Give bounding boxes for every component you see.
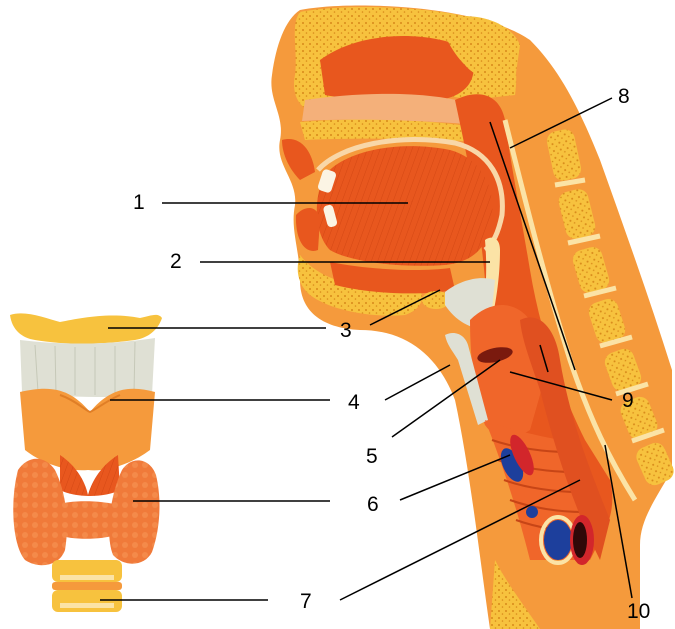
label-10: 10 xyxy=(627,601,650,622)
leader-line-4b xyxy=(385,365,450,400)
tongue xyxy=(317,146,493,266)
larynx-anterior-view xyxy=(10,313,162,612)
small-vessel xyxy=(526,506,538,518)
head-sagittal-section xyxy=(271,5,675,629)
label-4: 4 xyxy=(348,392,360,413)
label-6: 6 xyxy=(367,494,379,515)
thyroid-isthmus xyxy=(55,501,118,539)
trachea-anterior xyxy=(52,560,122,612)
artery-lumen xyxy=(573,522,587,558)
label-3: 3 xyxy=(340,320,352,341)
label-7: 7 xyxy=(300,591,312,612)
label-1: 1 xyxy=(133,192,145,213)
label-2: 2 xyxy=(170,251,182,272)
lower-vein xyxy=(544,520,572,560)
label-8: 8 xyxy=(618,86,630,107)
thyroid-cartilage-anterior xyxy=(20,389,155,471)
label-9: 9 xyxy=(622,390,634,411)
label-5: 5 xyxy=(366,446,378,467)
